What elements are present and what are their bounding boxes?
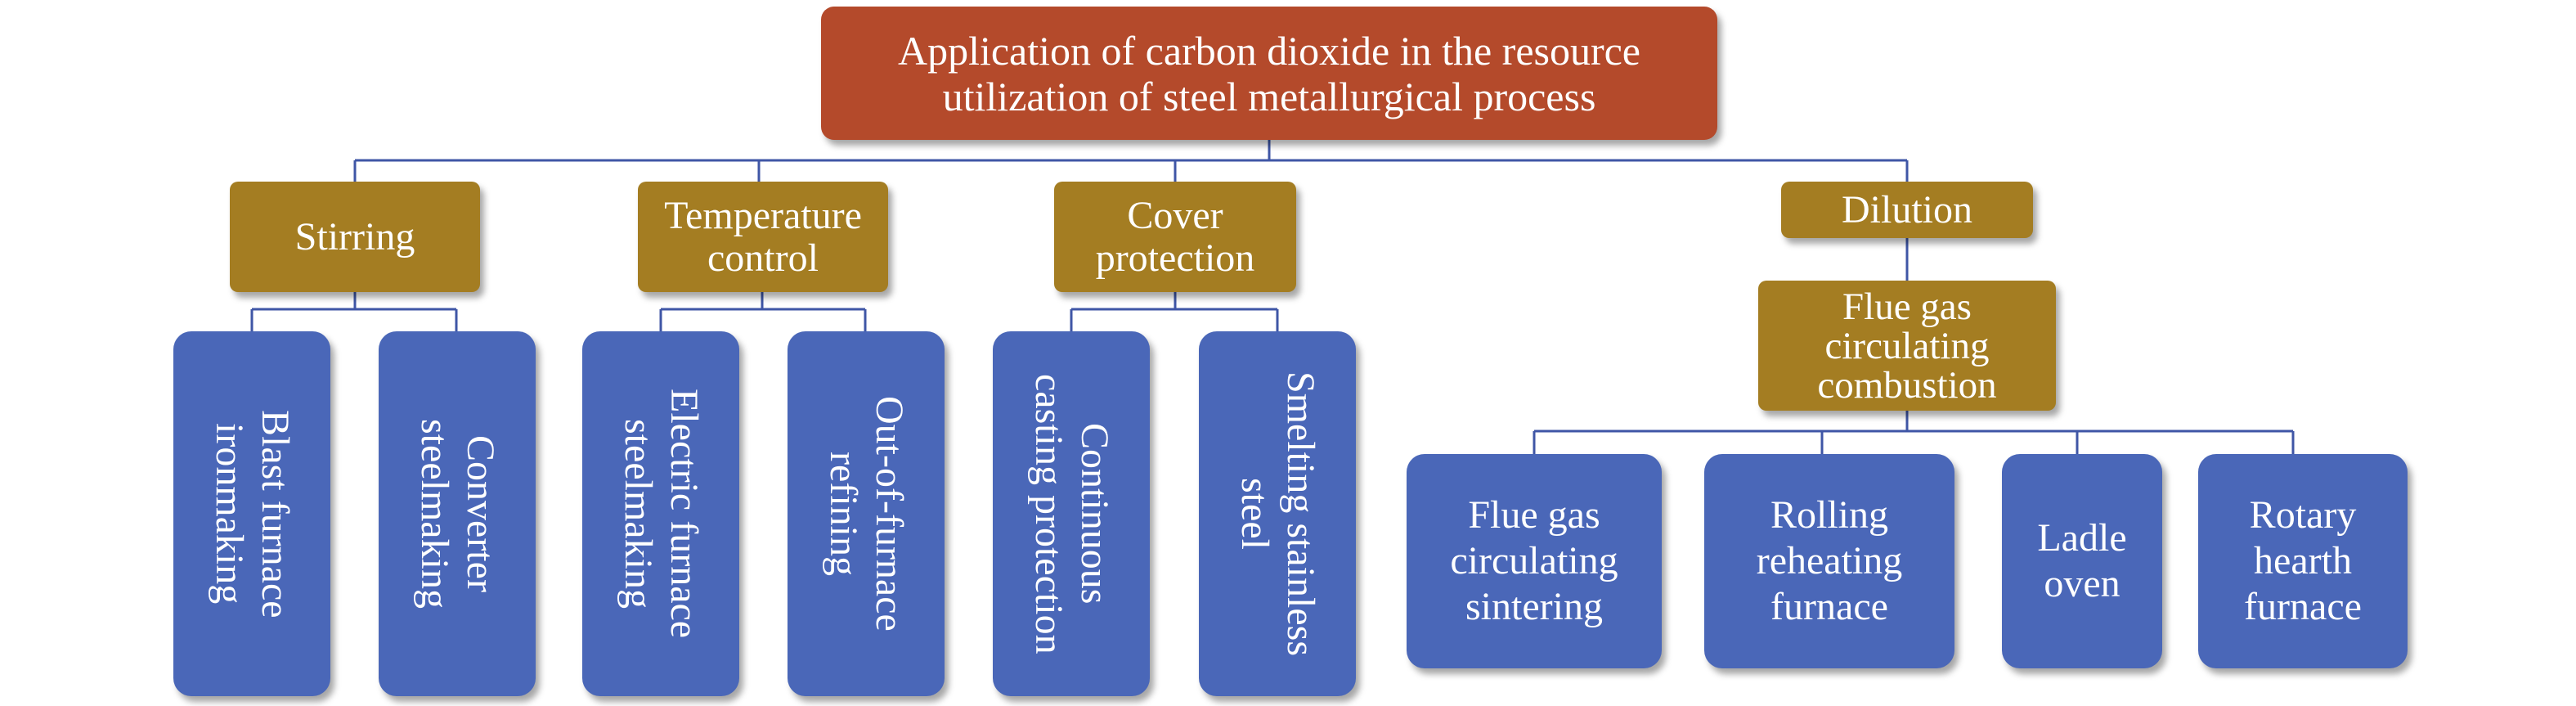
leaf-ladle-oven: Ladle oven — [2002, 454, 2162, 668]
leaf-rolling-reheating-furnace-label: Rolling reheating furnace — [1756, 493, 1903, 628]
leaf-blast-furnace-ironmaking-label: Blast furnace ironmaking — [208, 409, 297, 618]
leaf-ladle-oven-label: Ladle oven — [2037, 516, 2127, 605]
category-flue-gas-circulating-combustion-label: Flue gas circulating combustion — [1817, 285, 1997, 407]
connector-root-level — [353, 140, 1909, 182]
leaf-smelting-stainless-steel-label: Smelting stainless steel — [1233, 371, 1322, 656]
leaf-rolling-reheating-furnace: Rolling reheating furnace — [1704, 454, 1954, 668]
leaf-out-of-furnace-refining-label: Out-of-furnace refining — [822, 396, 911, 632]
connector-stirring-children — [250, 292, 458, 331]
leaf-flue-gas-circulating-sintering: Flue gas circulating sintering — [1407, 454, 1662, 668]
category-dilution: Dilution — [1781, 182, 2033, 238]
category-temperature-control: Temperature control — [638, 182, 888, 292]
leaf-smelting-stainless-steel: Smelting stainless steel — [1199, 331, 1356, 696]
leaf-out-of-furnace-refining: Out-of-furnace refining — [788, 331, 945, 696]
leaf-converter-steelmaking: Converter steelmaking — [379, 331, 536, 696]
leaf-electric-furnace-steelmaking: Electric furnace steelmaking — [582, 331, 739, 696]
category-cover-protection: Cover protection — [1054, 182, 1296, 292]
connector-cover-children — [1070, 292, 1279, 331]
root-label: Application of carbon dioxide in the res… — [897, 27, 1641, 119]
category-cover-protection-label: Cover protection — [1095, 193, 1255, 280]
leaf-electric-furnace-steelmaking-label: Electric furnace steelmaking — [617, 389, 706, 639]
leaf-continuous-casting-protection: Continuous casting protection — [993, 331, 1150, 696]
leaf-continuous-casting-protection-label: Continuous casting protection — [1027, 373, 1116, 654]
leaf-rotary-hearth-furnace-label: Rotary hearth furnace — [2244, 493, 2362, 628]
category-temperature-control-label: Temperature control — [664, 193, 862, 280]
leaf-rotary-hearth-furnace: Rotary hearth furnace — [2198, 454, 2408, 668]
leaf-converter-steelmaking-label: Converter steelmaking — [413, 419, 502, 609]
leaf-blast-furnace-ironmaking: Blast furnace ironmaking — [173, 331, 330, 696]
category-flue-gas-circulating-combustion: Flue gas circulating combustion — [1758, 281, 2056, 411]
category-dilution-label: Dilution — [1841, 187, 1972, 232]
leaf-flue-gas-circulating-sintering-label: Flue gas circulating sintering — [1450, 493, 1618, 628]
category-stirring-label: Stirring — [294, 214, 415, 259]
category-stirring: Stirring — [230, 182, 480, 292]
connector-temperature-children — [659, 292, 867, 331]
root-node: Application of carbon dioxide in the res… — [821, 7, 1717, 140]
connector-dilution-children — [1533, 238, 2295, 454]
